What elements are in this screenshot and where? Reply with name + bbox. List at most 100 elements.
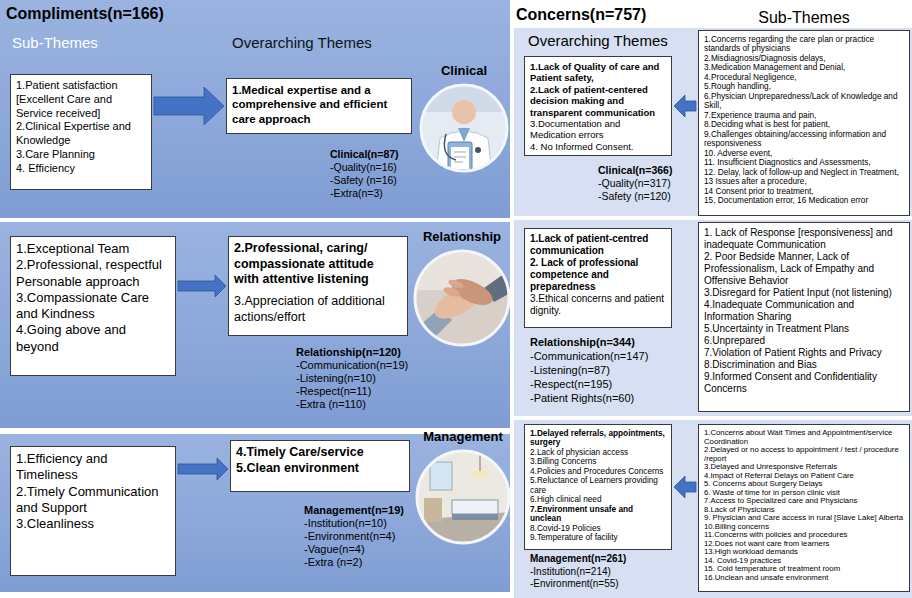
theme-box: 2.Professional, caring/ compassionate at… (228, 236, 408, 336)
theme-box: 1.Medical expertise and a comprehensive … (226, 78, 412, 134)
sub-theme-item: 7.Experience trauma and pain, (704, 111, 904, 120)
circle-outline (412, 248, 512, 348)
sub-theme-item: 2.Timely Communication and Support (16, 484, 170, 517)
sub-theme-item: 13 Issues after a procedure, (704, 177, 904, 186)
count-text: -Safety (n=120) (598, 190, 671, 203)
sub-theme-item: 5. Concerns about Surgery Delays (704, 480, 904, 489)
overarching-theme-item: 2.Professional, caring/ compassionate at… (234, 241, 402, 288)
overarching-theme-item: 1.Medical expertise and a comprehensive … (232, 83, 406, 126)
sub-theme-item: 7.Access to Specialized care and Physici… (704, 497, 904, 506)
theme-box: 1.Lack of patient-centred communication2… (524, 228, 672, 328)
overarching-theme-item: 3.Appreciation of additional actions/eff… (234, 294, 402, 325)
sub-theme-item: 3.Cleanliness (16, 516, 170, 532)
sub-theme-item: 4.Procedural Negligence, (704, 73, 904, 82)
sub-theme-item: 11. Insufficient Diagnostics and Assessm… (704, 158, 904, 167)
overarching-theme-item: 7.Environment unsafe and unclean (530, 505, 666, 524)
overarching-theme-item: 2.Lack of patient-centered decision maki… (530, 84, 666, 118)
sub-theme-item: 4. Efficiency (16, 162, 146, 176)
count-text: Clinical(n=366) (598, 164, 672, 177)
count-text: -Communication(n=147) (530, 350, 648, 363)
sub-theme-item: 14. Covid-19 practices (704, 557, 904, 566)
sub-theme-item: 3.Medication Management and Denial, (704, 63, 904, 72)
sub-theme-item: 2.Misdiagnosis/Diagnosis delays, (704, 54, 904, 63)
sub-theme-item: 4.Going above and beyond (16, 322, 170, 355)
sub-theme-item: 8.Lack of Physicians (704, 506, 904, 515)
doctor-photo (418, 82, 510, 176)
count-text: -Communication(n=19) (296, 359, 408, 372)
sub-theme-item: 13.High workload demands (704, 548, 904, 557)
sub-theme-item: 1.Efficiency and Timeliness (16, 451, 170, 484)
theme-box: 1.Exceptional Team2.Professional, respec… (10, 236, 176, 376)
count-text: -Quality(n=16) (330, 161, 397, 174)
overarching-theme-item: 1.Delayed referrals, appointments, surge… (530, 429, 666, 448)
overarching-theme-item: 3.Documentation and Medication errors (530, 118, 666, 141)
overarching-theme-item: 2. Lack of professional competence and p… (530, 257, 666, 293)
column-title: Overarching Themes (528, 32, 668, 50)
overarching-theme-item: 2.Lack of physician access (530, 448, 666, 457)
count-text: -Environment(n=4) (304, 530, 395, 543)
sub-theme-item: 9.Challenges obtaining/accessing informa… (704, 130, 904, 149)
theme-box: 1.Delayed referrals, appointments, surge… (524, 424, 672, 550)
block-arrow (674, 476, 696, 498)
diagram-heading: Compliments(n=166) (6, 4, 164, 23)
sub-theme-item: 2. Poor Bedside Manner, Lack of Professi… (704, 251, 904, 287)
overarching-theme-item: 6.High clinical need (530, 495, 666, 504)
category-label: Management (414, 428, 512, 446)
sub-theme-item: 3.Care Planning (16, 148, 146, 162)
overarching-theme-item: 3.Ethical concerns and patient dignity. (530, 293, 666, 317)
count-text: -Respect(n=195) (530, 378, 612, 391)
hands-photo (414, 250, 512, 346)
category-circle: Relationship (412, 228, 512, 350)
block-arrow (178, 275, 226, 297)
block-arrow (178, 458, 228, 480)
column-title: Sub-Themes (12, 34, 98, 52)
overarching-theme-item: 4.Timely Care/service (236, 445, 404, 461)
count-text: -Extra (n=110) (296, 398, 366, 411)
column-title: Overarching Themes (232, 34, 372, 52)
overarching-theme-item: 1.Lack of patient-centred communication (530, 233, 666, 257)
overarching-theme-item: 8.Covid-19 Policies (530, 524, 666, 533)
sub-theme-item: 1.Patient satisfaction [Excellent Care a… (16, 79, 146, 120)
overarching-theme-item: 4.Policies and Procedures Concerns (530, 467, 666, 476)
count-text: Relationship(n=120) (296, 346, 401, 359)
count-text: -Listening(n=10) (296, 372, 376, 385)
sub-theme-item: 12.Does not want care from learners (704, 540, 904, 549)
sub-theme-item: 5.Rough handling, (704, 82, 904, 91)
theme-box: 1.Efficiency and Timeliness2.Timely Comm… (10, 446, 176, 576)
category-circle: Clinical (418, 62, 510, 176)
theme-box: 4.Timely Care/service5.Clean environment (230, 440, 410, 492)
count-text: -Extra(n=3) (330, 187, 383, 200)
category-label: Relationship (412, 228, 512, 246)
count-text: -Respect(n=11) (296, 385, 371, 398)
sub-theme-item: 9. Physician and Care access in rural [S… (704, 514, 904, 523)
block-arrow (674, 95, 696, 117)
theme-box: Sub-Themes1.Concerns regarding the care … (698, 6, 910, 216)
sub-theme-item: 1.Concerns about Wait Times and Appointm… (704, 429, 904, 446)
sub-theme-item: 8.Discrimination and Bias (704, 359, 904, 371)
theme-box: 1.Lack of Quality of care and Patient sa… (524, 56, 672, 156)
theme-box: 1. Lack of Response [responsiveness] and… (698, 222, 910, 412)
block-arrow (154, 87, 224, 125)
count-text: -Environment(n=55) (530, 578, 619, 590)
circle-outline (414, 448, 512, 546)
theme-box-body: 1.Concerns regarding the care plan or pr… (698, 30, 910, 216)
category-label: Clinical (418, 62, 510, 80)
sub-theme-item: 14 Consent prior to treatment, (704, 187, 904, 196)
sub-theme-item: 10. Adverse event, (704, 149, 904, 158)
count-text: Management(n=261) (530, 553, 626, 565)
sub-theme-item: 5.Uncertainty in Treatment Plans (704, 323, 904, 335)
sub-theme-item: 16.Unclean and unsafe environment (704, 574, 904, 583)
theme-box: 1.Patient satisfaction [Excellent Care a… (10, 74, 152, 190)
room-photo (416, 450, 510, 544)
category-circle: Management (414, 428, 512, 548)
sub-theme-item: 2.Professional, respectful Personable ap… (16, 257, 170, 290)
overarching-theme-item: 5.Reluctance of Learners providing care (530, 476, 666, 495)
sub-theme-item: 12. Delay, lack of follow-up and Neglect… (704, 168, 904, 177)
sub-theme-item: 1.Concerns regarding the care plan or pr… (704, 35, 904, 54)
sub-theme-item: 2.Clinical Expertise and Knowledge (16, 120, 146, 148)
circle-outline (418, 82, 510, 174)
sub-theme-item: 3.Compassionate Care and Kindness (16, 290, 170, 323)
count-text: Clinical(n=87) (330, 148, 399, 161)
sub-theme-item: 3.Disregard for Patient Input (not liste… (704, 287, 904, 299)
sub-theme-item: 7.Violation of Patient Rights and Privac… (704, 347, 904, 359)
